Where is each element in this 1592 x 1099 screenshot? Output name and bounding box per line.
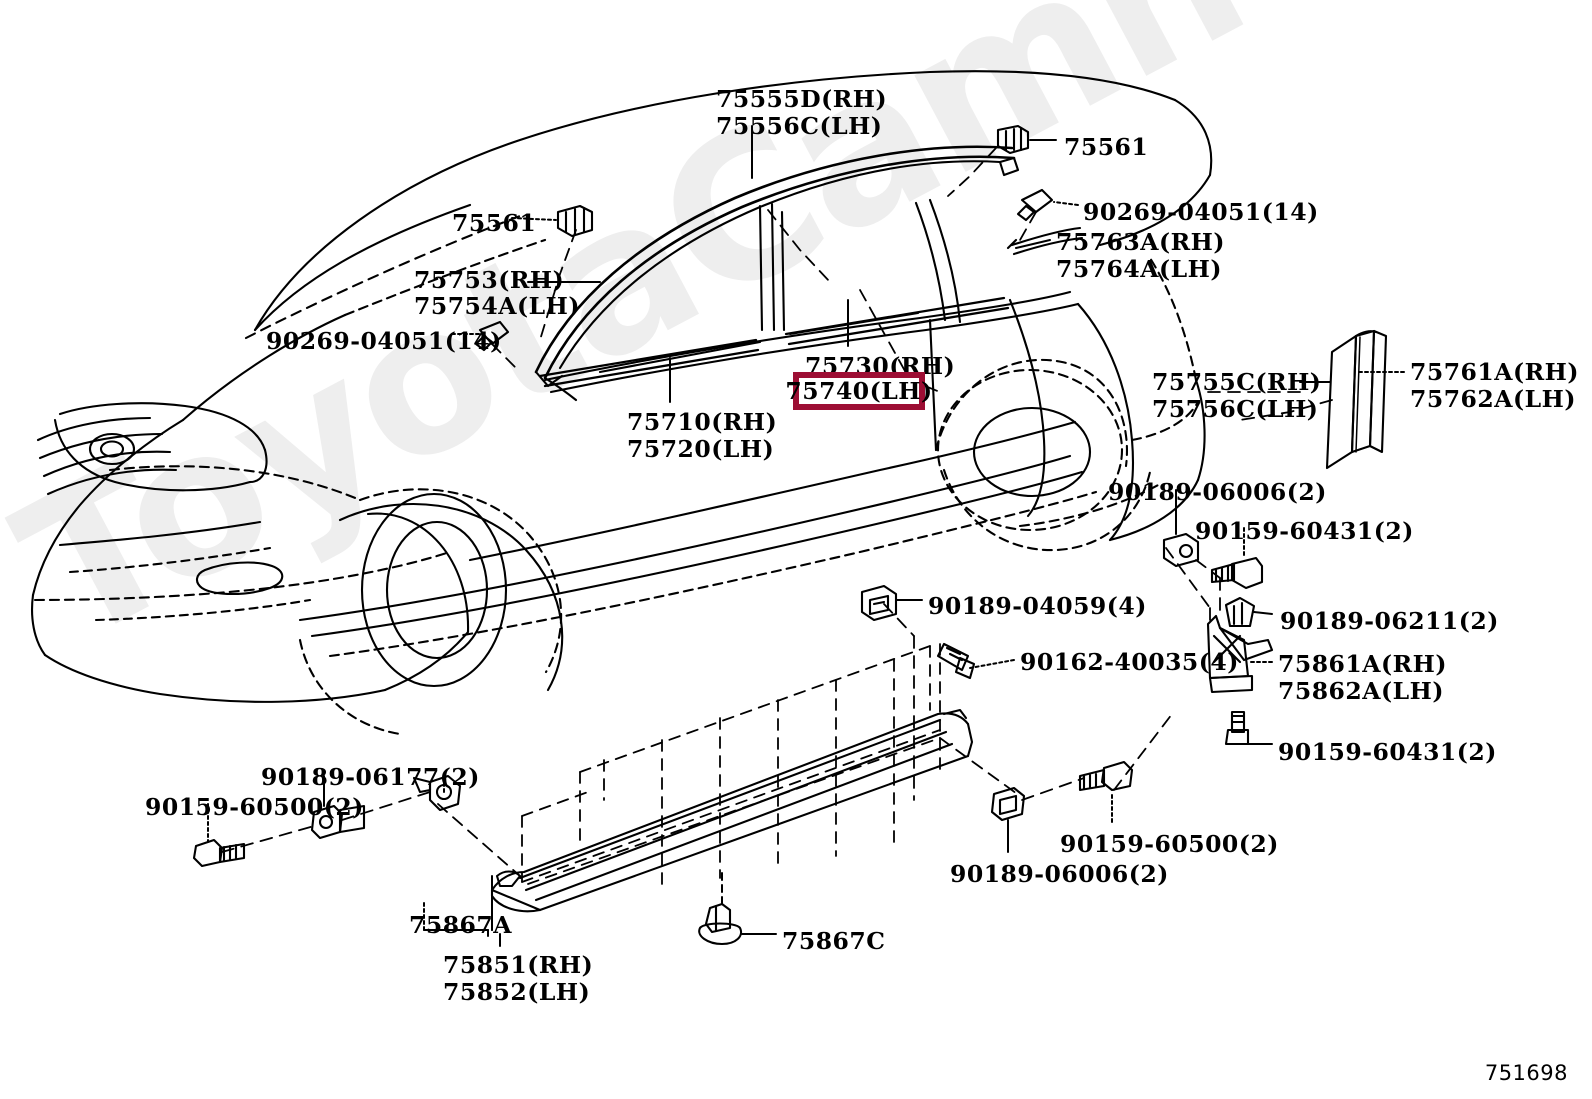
car-rocker-sill: [298, 420, 1098, 658]
clip-90189-06211: [1224, 596, 1256, 628]
part-label-90159-60500-left: 90159-60500(2): [145, 793, 364, 821]
part-label-90189-06006-bottom: 90189-06006(2): [950, 860, 1169, 888]
bolt-90159-60431-b: [1224, 710, 1250, 746]
clip-90189-06006-right: [1162, 532, 1200, 568]
roof-clip-right: [996, 124, 1030, 155]
part-label-75851: 75851(RH): [443, 951, 594, 979]
rocker-dashed-projections: [521, 643, 941, 885]
screw-90269-left: [474, 320, 510, 352]
screw-90162-40035: [936, 642, 976, 680]
part-label-75862a: 75862A(LH): [1278, 677, 1444, 705]
part-label-75763a: 75763A(RH): [1056, 228, 1225, 256]
part-label-75561-top: 75561: [1064, 133, 1149, 161]
part-label-90189-06211: 90189-06211(2): [1280, 607, 1499, 635]
part-label-90269-left: 90269-04051(14): [266, 327, 502, 355]
rear-wheel: [934, 358, 1152, 552]
part-label-75754a: 75754A(LH): [414, 292, 580, 320]
part-label-90189-06177: 90189-06177(2): [261, 763, 480, 791]
part-label-75867c: 75867C: [782, 927, 886, 955]
bolt-90159-60500-left: [192, 838, 246, 868]
bolt-90159-60431-a: [1210, 556, 1264, 590]
clip-90189-04059: [860, 584, 898, 622]
bolt-90159-60500-right: [1078, 760, 1134, 792]
part-label-75867a: 75867A: [409, 911, 512, 939]
roof-clip-left: [556, 204, 594, 238]
front-wheel: [298, 488, 564, 736]
figure-number: 751698: [1484, 1061, 1568, 1085]
part-label-75762a: 75762A(LH): [1410, 385, 1576, 413]
part-label-90159-60431-a: 90159-60431(2): [1195, 517, 1414, 545]
part-label-75753: 75753(RH): [414, 266, 565, 294]
part-label-90159-60500-right: 90159-60500(2): [1060, 830, 1279, 858]
part-label-75556c: 75556C(LH): [716, 112, 883, 140]
highlighted-part-75740[interactable]: 75740(LH): [785, 372, 932, 410]
part-label-75861a: 75861A(RH): [1278, 650, 1447, 678]
leader-lines: [207, 125, 1405, 947]
part-label-75720: 75720(LH): [627, 435, 775, 463]
clip-90189-06006-bottom: [990, 786, 1026, 822]
mudguard-part: [1206, 614, 1274, 694]
part-label-75555d: 75555D(RH): [716, 85, 888, 113]
part-label-75761a: 75761A(RH): [1410, 358, 1579, 386]
part-label-90269-top: 90269-04051(14): [1083, 198, 1319, 226]
part-label-75755c: 75755C(RH): [1152, 368, 1322, 396]
pillar-applique-part: [1325, 329, 1388, 470]
part-label-75764a: 75764A(LH): [1056, 255, 1222, 283]
part-label-75756c: 75756C(LH): [1152, 395, 1319, 423]
screw-90269-right: [1016, 188, 1054, 222]
part-label-75710: 75710(RH): [627, 408, 778, 436]
car-rear-body: [928, 256, 1206, 542]
car-greenhouse: [181, 198, 1080, 422]
rear-quarter-moulding: [1006, 226, 1084, 256]
explode-dashed-lines: [221, 147, 1333, 877]
highlighted-part-label: 75740(LH): [785, 377, 933, 405]
rocker-panel-part: [490, 708, 974, 913]
part-label-90159-60431-b: 90159-60431(2): [1278, 738, 1497, 766]
clip-75867c: [698, 902, 742, 946]
clip-90189-06177: [310, 804, 366, 840]
part-label-90162-40035: 90162-40035(4): [1020, 648, 1239, 676]
belt-moulding-strips: [538, 296, 1010, 388]
part-label-75852: 75852(LH): [443, 978, 591, 1006]
part-label-90189-06006-right: 90189-06006(2): [1108, 478, 1327, 506]
car-front-end: [30, 238, 547, 703]
part-label-75561-left: 75561: [452, 209, 537, 237]
part-label-90189-04059: 90189-04059(4): [928, 592, 1147, 620]
